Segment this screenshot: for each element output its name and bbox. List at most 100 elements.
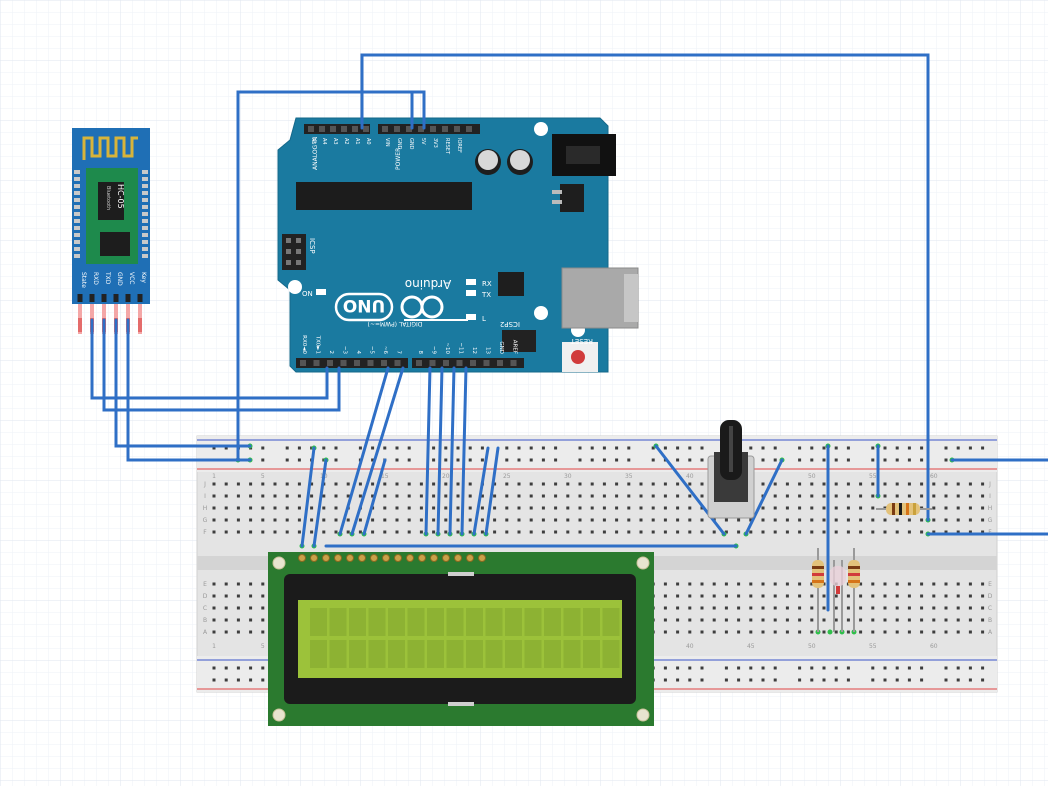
main-hole bbox=[749, 518, 753, 522]
rail-hole bbox=[224, 678, 228, 682]
wire-d11 bbox=[436, 366, 444, 536]
rail-hole bbox=[883, 458, 887, 462]
main-hole bbox=[688, 630, 692, 634]
header-pin bbox=[442, 126, 448, 132]
main-hole bbox=[798, 506, 802, 510]
main-hole bbox=[261, 594, 265, 598]
rail-hole bbox=[261, 666, 265, 670]
main-hole bbox=[578, 482, 582, 486]
rail-hole bbox=[676, 678, 680, 682]
rail-hole bbox=[883, 678, 887, 682]
bt-pin-label: GND bbox=[116, 272, 123, 286]
main-hole bbox=[871, 630, 875, 634]
main-hole bbox=[773, 606, 777, 610]
header-pin bbox=[330, 126, 336, 132]
main-hole bbox=[273, 494, 277, 498]
pot-knob-slot bbox=[729, 426, 733, 472]
main-hole bbox=[883, 494, 887, 498]
lcd-cell bbox=[407, 608, 425, 636]
bt-pin-label: VCC bbox=[128, 272, 135, 284]
main-hole bbox=[236, 482, 240, 486]
main-hole bbox=[944, 494, 948, 498]
main-hole bbox=[798, 482, 802, 486]
row-letter: H bbox=[203, 505, 208, 512]
digital-pin-label: ~5 bbox=[369, 346, 375, 355]
main-hole bbox=[651, 518, 655, 522]
digital-header-pins bbox=[300, 360, 517, 366]
main-hole bbox=[261, 582, 265, 586]
main-hole bbox=[895, 494, 899, 498]
rail-hole bbox=[334, 458, 338, 462]
rail-hole bbox=[627, 446, 631, 450]
main-hole bbox=[383, 482, 387, 486]
main-hole bbox=[639, 482, 643, 486]
main-hole bbox=[859, 482, 863, 486]
rail-hole bbox=[834, 446, 838, 450]
main-hole bbox=[261, 630, 265, 634]
rail-hole bbox=[627, 458, 631, 462]
main-hole bbox=[578, 530, 582, 534]
main-hole bbox=[822, 506, 826, 510]
main-hole bbox=[920, 494, 924, 498]
power-pin-label: RESET bbox=[444, 138, 450, 155]
main-hole bbox=[346, 482, 350, 486]
main-hole bbox=[554, 482, 558, 486]
rail-hole bbox=[224, 666, 228, 670]
lcd-cell bbox=[563, 608, 581, 636]
main-hole bbox=[358, 518, 362, 522]
main-hole bbox=[968, 594, 972, 598]
lcd-cell bbox=[485, 608, 503, 636]
digital-header-high bbox=[412, 358, 524, 368]
power-pin-label: 5V bbox=[420, 138, 426, 145]
lcd-cell bbox=[368, 608, 386, 636]
main-hole bbox=[688, 582, 692, 586]
rail-hole bbox=[846, 446, 850, 450]
main-hole bbox=[212, 506, 216, 510]
connected-hole bbox=[827, 629, 833, 635]
header-pin bbox=[319, 126, 325, 132]
main-hole bbox=[761, 606, 765, 610]
main-hole bbox=[761, 618, 765, 622]
main-hole bbox=[285, 530, 289, 534]
main-hole bbox=[651, 494, 655, 498]
main-hole bbox=[944, 618, 948, 622]
main-hole bbox=[810, 506, 814, 510]
main-hole bbox=[700, 482, 704, 486]
rail-hole bbox=[761, 446, 765, 450]
lcd-cell bbox=[544, 608, 561, 636]
analog-pin-label: A1 bbox=[354, 138, 360, 145]
main-hole bbox=[224, 494, 228, 498]
rail-hole bbox=[846, 458, 850, 462]
main-hole bbox=[907, 518, 911, 522]
rail-hole bbox=[688, 678, 692, 682]
header-pin bbox=[381, 360, 387, 366]
main-hole bbox=[346, 494, 350, 498]
main-hole bbox=[798, 494, 802, 498]
bt-pad bbox=[74, 254, 80, 258]
main-hole bbox=[737, 582, 741, 586]
icsp2-header bbox=[502, 330, 536, 352]
rail-hole bbox=[676, 446, 680, 450]
main-hole bbox=[871, 594, 875, 598]
rail-hole bbox=[822, 666, 826, 670]
row-letter: I bbox=[204, 493, 206, 500]
lcd-cell bbox=[602, 640, 620, 668]
column-number: 60 bbox=[930, 473, 938, 480]
main-hole bbox=[944, 630, 948, 634]
rail-hole bbox=[810, 458, 814, 462]
column-number: 45 bbox=[747, 643, 755, 650]
rail-hole bbox=[895, 446, 899, 450]
main-hole bbox=[883, 518, 887, 522]
rail-hole bbox=[907, 678, 911, 682]
digital-header-low bbox=[296, 358, 408, 368]
rail-hole bbox=[590, 458, 594, 462]
rail-hole bbox=[358, 446, 362, 450]
main-hole bbox=[895, 482, 899, 486]
main-hole bbox=[468, 494, 472, 498]
main-hole bbox=[981, 630, 985, 634]
bt-pin-label: RXD bbox=[92, 272, 99, 285]
lcd-pin bbox=[478, 554, 486, 562]
main-hole bbox=[700, 582, 704, 586]
lcd-cell bbox=[310, 608, 327, 636]
main-hole bbox=[517, 494, 521, 498]
